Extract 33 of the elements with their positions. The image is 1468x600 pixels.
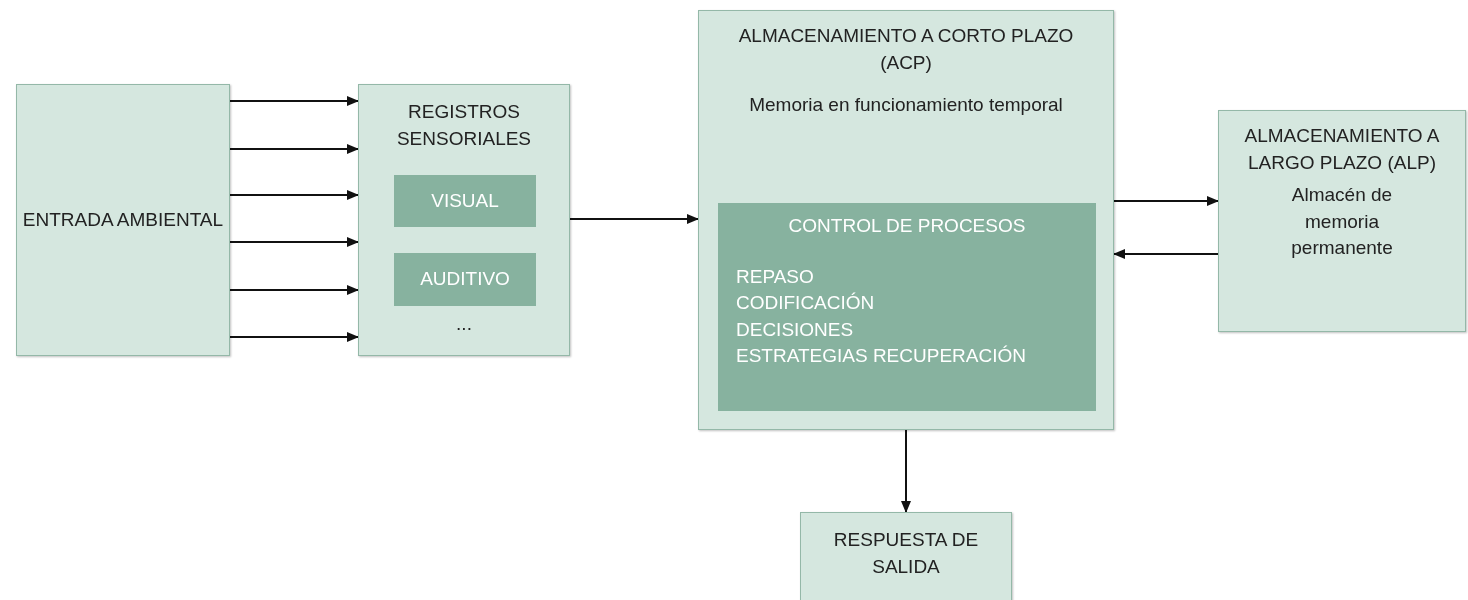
box-text: ESTRATEGIAS RECUPERACIÓN [736, 344, 1026, 369]
box-text: Almacén de memoria permanente [1290, 183, 1394, 261]
sub-box [394, 253, 536, 306]
arrow [901, 429, 911, 513]
process-box [1218, 110, 1466, 332]
box-text: Memoria en funcionamiento temporal [749, 93, 1063, 118]
arrow [229, 144, 359, 154]
arrow [229, 332, 359, 342]
box-text: ... [456, 312, 472, 336]
sub-box [394, 175, 536, 227]
box-heading: RESPUESTA DE SALIDA [832, 528, 980, 579]
process-box [800, 512, 1012, 600]
box-text: DECISIONES [736, 317, 854, 342]
process-box [16, 84, 230, 356]
arrow [229, 96, 359, 106]
arrow [229, 190, 359, 200]
box-text: REPASO [736, 264, 814, 289]
box-text: CODIFICACIÓN [736, 291, 875, 316]
box-heading: ALMACENAMIENTO A LARGO PLAZO (ALP) [1243, 124, 1441, 175]
arrow [1113, 196, 1219, 206]
arrow [229, 237, 359, 247]
box-heading: AUDITIVO [420, 267, 510, 292]
box-heading: ALMACENAMIENTO A CORTO PLAZO (ACP) [737, 24, 1075, 75]
arrow [569, 214, 699, 224]
arrow [1113, 249, 1219, 259]
arrow [229, 285, 359, 295]
box-heading: REGISTROS SENSORIALES [395, 100, 533, 151]
box-heading: ENTRADA AMBIENTAL [22, 207, 224, 232]
process-box [698, 10, 1114, 430]
process-box [358, 84, 570, 356]
box-heading: CONTROL DE PROCESOS [788, 214, 1026, 238]
box-heading: VISUAL [431, 188, 499, 213]
process-panel [718, 203, 1096, 411]
